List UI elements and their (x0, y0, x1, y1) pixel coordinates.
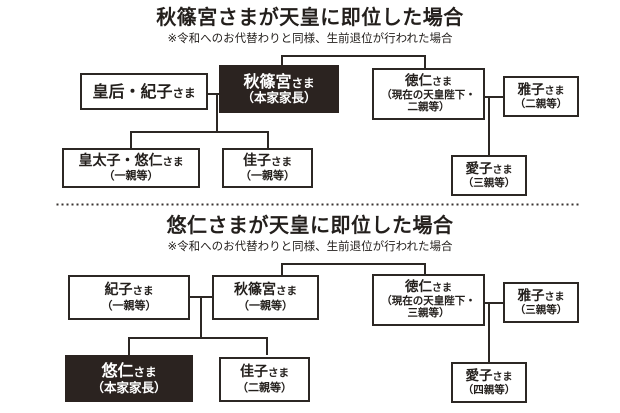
node-note: （三親等） (514, 303, 568, 316)
sibling-connector-horizontal (281, 263, 426, 265)
section-divider (55, 203, 580, 206)
diagram-hisahito-enthroned: 悠仁さまが天皇に即位した場合 ※令和へのお代替わりと同様、生前退位が行われた場合… (0, 208, 620, 413)
node-child-right[interactable]: 佳子さま （一親等） (222, 148, 313, 188)
children-drop-left-main (130, 131, 132, 148)
node-note-line-1: （現在の天皇陛下・ (381, 295, 476, 308)
diagram-subtitle: ※令和へのお代替わりと同様、生前退位が行われた場合 (167, 239, 453, 253)
marriage-child-drop-brother (488, 302, 490, 362)
node-label: 秋篠宮さま (234, 282, 297, 298)
marriage-child-drop-main (200, 296, 202, 338)
node-label: 徳仁さま (405, 73, 452, 90)
marriage-connector-brother (483, 302, 505, 304)
sibling-connector-right-drop (424, 263, 426, 274)
node-label: 愛子さま (465, 367, 513, 384)
children-drop-right-main (267, 131, 269, 148)
node-head-highlighted[interactable]: 秋篠宮さま （本家家長） (219, 65, 339, 113)
node-brother-spouse[interactable]: 雅子さま （三親等） (503, 282, 579, 323)
node-note: （二親等） (237, 380, 292, 394)
sibling-connector-left-drop (281, 263, 283, 275)
children-connector-main (130, 131, 269, 133)
node-child-left-highlighted[interactable]: 悠仁さま （本家家長） (65, 355, 193, 402)
node-brother-child[interactable]: 愛子さま （三親等） (451, 155, 527, 196)
children-connector-main (128, 337, 268, 339)
node-note: （四親等） (462, 383, 516, 396)
diagram-title: 悠仁さまが天皇に即位した場合 (166, 213, 454, 237)
sibling-connector-left-drop (281, 55, 283, 73)
node-spouse-left[interactable]: 紀子さま （一親等） (68, 275, 190, 320)
node-child-right[interactable]: 佳子さま （二親等） (219, 357, 310, 402)
node-brother-child[interactable]: 愛子さま （四親等） (451, 362, 527, 403)
marriage-connector-main (206, 93, 231, 95)
marriage-connector-brother (483, 96, 505, 98)
node-label: 皇太子・悠仁さま (78, 152, 184, 169)
node-note: （一親等） (103, 169, 159, 183)
node-head[interactable]: 秋篠宮さま （一親等） (212, 275, 319, 320)
node-child-left[interactable]: 皇太子・悠仁さま （一親等） (62, 148, 200, 188)
node-note: （一親等） (101, 298, 157, 312)
node-note: （本家家長） (91, 379, 167, 395)
node-label: 佳子さま (243, 152, 292, 169)
node-note: （一親等） (240, 169, 295, 183)
node-brother[interactable]: 徳仁さま （現在の天皇陛下・ 二親等） (372, 68, 485, 120)
node-label: 愛子さま (465, 160, 513, 177)
node-label: 秋篠宮さま (243, 71, 315, 91)
sibling-connector-right-drop (424, 55, 426, 68)
children-drop-left-main (128, 337, 130, 355)
node-note: （一親等） (238, 298, 293, 312)
node-label: 徳仁さま (405, 279, 452, 296)
node-note: （二親等） (514, 97, 568, 110)
node-note: （三親等） (462, 176, 516, 189)
node-note: （本家家長） (241, 90, 317, 106)
marriage-child-drop-main (216, 93, 218, 132)
node-brother-spouse[interactable]: 雅子さま （二親等） (503, 76, 579, 117)
diagram-title: 秋篠宮さまが天皇に即位した場合 (156, 5, 464, 29)
node-label: 皇后・紀子さま (92, 81, 196, 101)
node-label: 雅子さま (517, 287, 565, 304)
node-label: 佳子さま (240, 364, 289, 380)
marriage-child-drop-brother (488, 96, 490, 155)
node-label: 紀子さま (104, 282, 154, 298)
node-label: 雅子さま (517, 81, 565, 98)
children-drop-right-main (266, 337, 268, 355)
diagram-subtitle: ※令和へのお代替わりと同様、生前退位が行われた場合 (167, 31, 453, 45)
sibling-connector-horizontal (281, 55, 426, 57)
node-note-line-2: 二親等） (407, 101, 450, 114)
node-brother[interactable]: 徳仁さま （現在の天皇陛下・ 三親等） (372, 274, 485, 326)
node-label: 悠仁さま (101, 361, 157, 381)
node-note-line-2: 三親等） (407, 307, 450, 320)
node-note-line-1: （現在の天皇陛下・ (381, 89, 476, 102)
node-spouse-left[interactable]: 皇后・紀子さま (80, 73, 208, 110)
diagram-akishino-enthroned: 秋篠宮さまが天皇に即位した場合 ※令和へのお代替わりと同様、生前退位が行われた場… (0, 0, 620, 200)
